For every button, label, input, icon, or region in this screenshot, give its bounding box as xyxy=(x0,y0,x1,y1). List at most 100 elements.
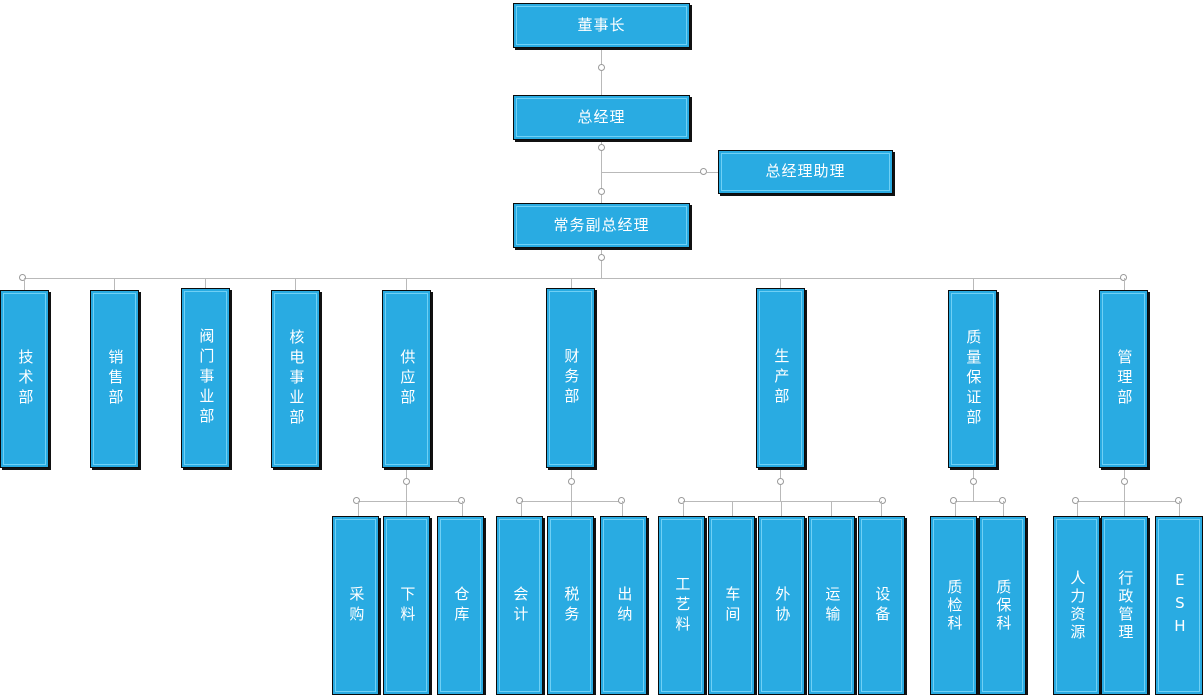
connector-dot xyxy=(1072,497,1079,504)
connector-deputy-bus-2 xyxy=(601,261,602,278)
connector-dot xyxy=(700,168,707,175)
connector-finance-sub-2 xyxy=(571,485,572,501)
node-sub-hr[interactable]: 人力资源 xyxy=(1053,516,1100,695)
node-sub-purchase-label: 采购 xyxy=(347,585,366,626)
node-sub-purchase[interactable]: 采购 xyxy=(332,516,379,695)
connector-production-sub-2 xyxy=(780,485,781,501)
connector-dot xyxy=(950,497,957,504)
connector-dot xyxy=(1120,274,1127,281)
node-dept-quality[interactable]: 质量保证部 xyxy=(948,290,997,468)
connector-drop-production xyxy=(780,278,781,290)
node-general-manager[interactable]: 总经理 xyxy=(513,95,690,140)
connector-department-bus xyxy=(24,278,1125,279)
connector-drop-accounting xyxy=(521,501,522,516)
node-sub-cutting[interactable]: 下料 xyxy=(383,516,430,695)
connector-dot xyxy=(598,144,605,151)
node-sub-process[interactable]: 工艺料 xyxy=(658,516,705,695)
node-dept-management[interactable]: 管理部 xyxy=(1099,290,1148,468)
connector-production-sub xyxy=(780,468,781,478)
node-dept-finance[interactable]: 财务部 xyxy=(546,288,595,468)
connector-drop-tech xyxy=(24,278,25,290)
node-sub-inspection[interactable]: 质检科 xyxy=(930,516,977,695)
connector-dot xyxy=(458,497,465,504)
node-dept-sales-label: 销售部 xyxy=(106,349,125,409)
node-sub-warehouse[interactable]: 仓库 xyxy=(437,516,484,695)
connector-drop-cashier xyxy=(622,501,623,516)
node-sub-equipment-label: 设备 xyxy=(873,585,892,626)
node-dept-production[interactable]: 生产部 xyxy=(756,288,805,468)
node-general-manager-label: 总经理 xyxy=(577,107,626,126)
node-dept-supply-label: 供应部 xyxy=(398,349,417,409)
node-dept-quality-label: 质量保证部 xyxy=(964,329,983,429)
node-dept-valve[interactable]: 阀门事业部 xyxy=(181,288,230,468)
node-sub-outsourcing-label: 外协 xyxy=(773,585,792,626)
connector-drop-process xyxy=(683,501,684,516)
node-executive-deputy-gm-label: 常务副总经理 xyxy=(553,215,650,234)
connector-dot xyxy=(403,478,410,485)
connector-drop-nuclear xyxy=(295,278,296,290)
node-sub-cashier[interactable]: 出纳 xyxy=(600,516,647,695)
node-dept-supply[interactable]: 供应部 xyxy=(382,290,431,468)
connector-drop-finance xyxy=(571,278,572,290)
connector-drop-purchase xyxy=(358,501,359,516)
node-gm-assistant[interactable]: 总经理助理 xyxy=(718,150,893,194)
connector-dot xyxy=(879,497,886,504)
connector-drop-esh xyxy=(1179,501,1180,516)
connector-chairman-gm-2 xyxy=(601,71,602,95)
node-executive-deputy-gm[interactable]: 常务副总经理 xyxy=(513,203,690,248)
connector-drop-valve xyxy=(205,278,206,290)
node-sub-cutting-label: 下料 xyxy=(398,585,417,626)
connector-dot xyxy=(970,478,977,485)
node-sub-admin[interactable]: 行政管理 xyxy=(1101,516,1148,695)
connector-dot xyxy=(1121,478,1128,485)
connector-drop-warehouse xyxy=(462,501,463,516)
node-dept-finance-label: 财务部 xyxy=(562,348,581,408)
connector-gm-deputy-2 xyxy=(601,151,602,189)
connector-finance-sub xyxy=(571,468,572,478)
connector-dot xyxy=(568,478,575,485)
node-sub-assurance[interactable]: 质保科 xyxy=(979,516,1026,695)
connector-drop-management xyxy=(1124,278,1125,290)
connector-quality-sub-2 xyxy=(973,485,974,501)
node-sub-admin-label: 行政管理 xyxy=(1116,569,1135,642)
connector-drop-transport xyxy=(831,501,832,516)
connector-management-sub xyxy=(1124,468,1125,478)
connector-supply-bus xyxy=(358,501,463,502)
connector-gm-deputy-3 xyxy=(601,195,602,203)
connector-drop-hr xyxy=(1077,501,1078,516)
node-sub-cashier-label: 出纳 xyxy=(615,585,634,626)
node-sub-esh[interactable]: ESH xyxy=(1155,516,1203,695)
connector-management-bus xyxy=(1077,501,1179,502)
node-sub-tax[interactable]: 税务 xyxy=(547,516,594,695)
node-sub-equipment[interactable]: 设备 xyxy=(858,516,905,695)
node-chairman-label: 董事长 xyxy=(577,15,626,34)
connector-supply-sub-2 xyxy=(406,485,407,501)
node-sub-process-label: 工艺料 xyxy=(673,575,692,636)
connector-dot xyxy=(678,497,685,504)
connector-drop-assurance xyxy=(1003,501,1004,516)
connector-drop-cutting xyxy=(406,501,407,516)
node-sub-workshop-label: 车间 xyxy=(723,585,742,626)
node-sub-outsourcing[interactable]: 外协 xyxy=(758,516,805,695)
connector-drop-workshop xyxy=(732,501,733,516)
connector-dot xyxy=(19,274,26,281)
node-dept-tech[interactable]: 技术部 xyxy=(0,290,49,468)
connector-quality-bus xyxy=(955,501,1003,502)
node-gm-assistant-label: 总经理助理 xyxy=(765,162,846,181)
node-sub-warehouse-label: 仓库 xyxy=(452,585,471,626)
node-sub-workshop[interactable]: 车间 xyxy=(708,516,755,695)
connector-dot xyxy=(598,64,605,71)
node-sub-assurance-label: 质保科 xyxy=(994,578,1013,633)
node-dept-tech-label: 技术部 xyxy=(16,349,35,409)
node-sub-transport[interactable]: 运输 xyxy=(808,516,855,695)
connector-dot xyxy=(598,254,605,261)
node-sub-accounting[interactable]: 会计 xyxy=(496,516,543,695)
node-dept-nuclear[interactable]: 核电事业部 xyxy=(271,290,320,468)
connector-drop-admin xyxy=(1124,501,1125,516)
node-sub-transport-label: 运输 xyxy=(823,585,842,626)
connector-quality-sub xyxy=(973,468,974,478)
node-chairman[interactable]: 董事长 xyxy=(513,3,690,48)
connector-chairman-gm xyxy=(601,48,602,68)
node-dept-sales[interactable]: 销售部 xyxy=(90,290,139,468)
